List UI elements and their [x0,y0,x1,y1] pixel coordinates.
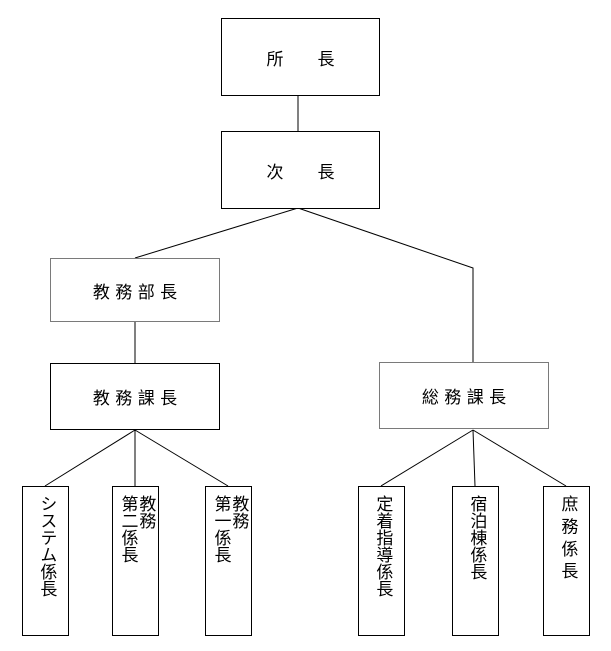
node-settlement-label: 定着指導係長 [372,495,393,597]
node-director: 所 長 [221,18,380,96]
edge-general-chief-lodging [472,429,476,487]
node-academic-chief-label: 教 務 課 長 [92,389,178,409]
edge-academic-chief-systems [44,429,136,487]
node-academic2: 教務 第二係長 [112,486,159,636]
node-academic1-label: 教務 第一係長 [210,495,249,563]
node-clerical: 庶 務 係 長 [543,486,590,636]
node-academic-head: 教 務 部 長 [50,258,220,322]
node-academic1: 教務 第一係長 [205,486,252,636]
edge-general-chief-settlement [380,429,474,487]
edge-academic-chief-academic1 [134,429,229,487]
node-academic-chief: 教 務 課 長 [50,363,220,430]
node-deputy-label: 次 長 [266,162,335,183]
node-clerical-label: 庶 務 係 長 [557,495,578,580]
node-deputy: 次 長 [221,131,380,209]
edge-general-chief-clerical [472,429,567,487]
node-systems-label: システム係長 [36,495,57,597]
node-systems: システム係長 [22,486,69,636]
edge-deputy-general-chief [297,207,474,362]
node-settlement: 定着指導係長 [358,486,405,636]
node-general-chief-label: 総 務 課 長 [421,388,507,408]
edge-deputy-academic-head [134,207,299,259]
node-academic-head-label: 教 務 部 長 [92,282,178,303]
node-lodging: 宿泊棟係長 [452,486,499,636]
node-director-label: 所 長 [266,49,335,70]
node-general-chief: 総 務 課 長 [379,362,549,429]
node-academic2-label: 教務 第二係長 [117,495,156,563]
node-lodging-label: 宿泊棟係長 [466,495,487,580]
